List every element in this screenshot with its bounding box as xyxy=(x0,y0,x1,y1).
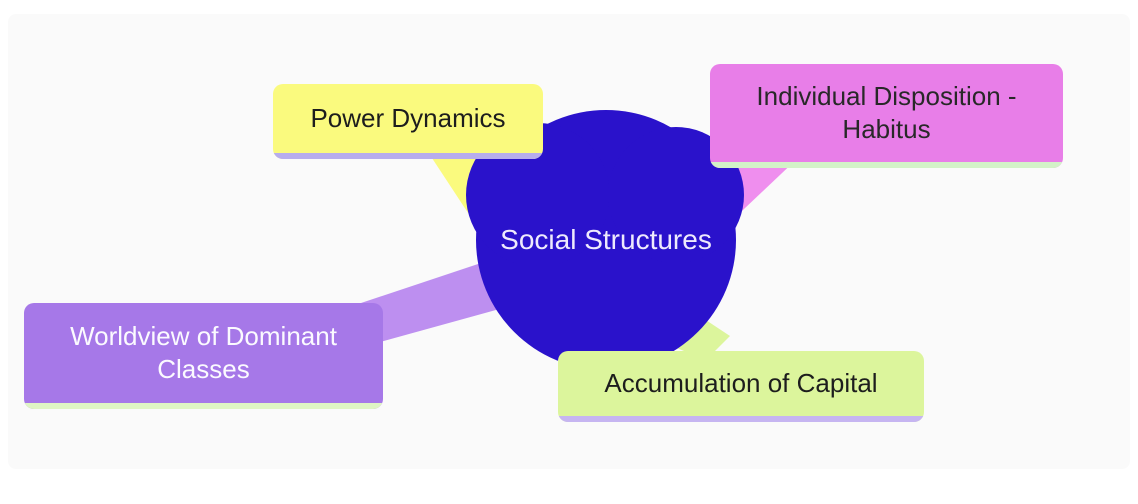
node-worldview-dominant-label: Worldview of Dominant Classes xyxy=(70,321,337,384)
node-accumulation-capital-label: Accumulation of Capital xyxy=(604,368,878,398)
node-power-dynamics[interactable]: Power Dynamics xyxy=(273,84,543,159)
node-individual-disposition-label: Individual Disposition - Habitus xyxy=(756,81,1017,144)
node-individual-disposition-underline xyxy=(710,162,1063,168)
node-accumulation-capital[interactable]: Accumulation of Capital xyxy=(558,351,924,422)
node-power-dynamics-underline xyxy=(273,153,543,159)
node-power-dynamics-label: Power Dynamics xyxy=(310,103,506,133)
node-worldview-dominant[interactable]: Worldview of Dominant Classes xyxy=(24,303,383,409)
node-worldview-dominant-underline xyxy=(24,403,383,409)
node-individual-disposition[interactable]: Individual Disposition - Habitus xyxy=(710,64,1063,168)
node-accumulation-capital-underline xyxy=(558,416,924,422)
root-node-label: Social Structures xyxy=(500,224,712,255)
